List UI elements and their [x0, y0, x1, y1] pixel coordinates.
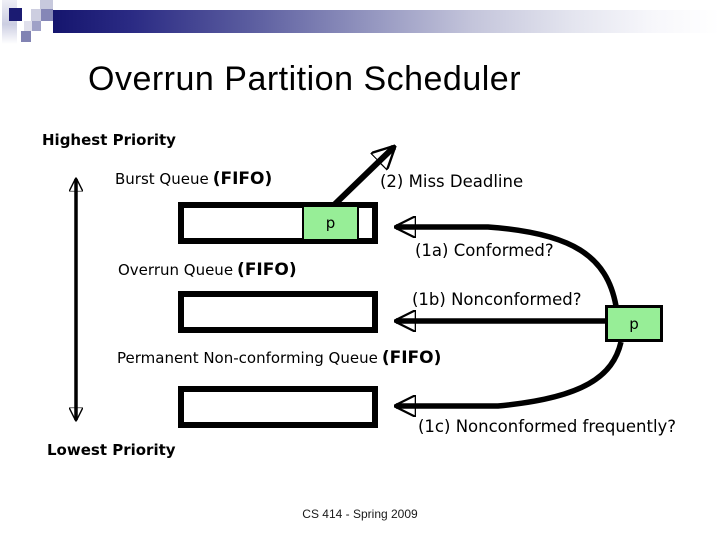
permanent-queue-label: Permanent Non-conforming Queue(FIFO) [117, 348, 441, 368]
nonconformed-frequently-label: (1c) Nonconformed frequently? [418, 417, 677, 436]
deco-square-light [31, 9, 41, 21]
lowest-priority-label: Lowest Priority [47, 441, 176, 459]
burst-queue-packet-cell: p [302, 205, 359, 241]
deco-square-medium [41, 9, 53, 21]
incoming-packet-box: p [605, 305, 663, 342]
nonconformed-label: (1b) Nonconformed? [412, 290, 582, 309]
deco-square-small-light [24, 21, 32, 31]
miss-deadline-label: (2) Miss Deadline [380, 172, 524, 191]
overrun-queue-label: Overrun Queue(FIFO) [118, 260, 297, 280]
overrun-queue-name: Overrun Queue [118, 261, 234, 279]
permanent-queue-fifo: (FIFO) [381, 348, 442, 368]
burst-queue-name: Burst Queue [115, 170, 209, 188]
deco-square-light-top [40, 0, 53, 10]
deco-vertical-bar [2, 0, 17, 44]
overrun-queue-box [178, 291, 378, 333]
deco-square-navy [9, 8, 22, 21]
page-title: Overrun Partition Scheduler [88, 60, 522, 98]
highest-priority-label: Highest Priority [42, 131, 176, 149]
deco-gradient-bar [53, 10, 720, 33]
deco-square-lower [21, 31, 31, 42]
permanent-queue-box [178, 386, 378, 428]
overrun-queue-fifo: (FIFO) [237, 260, 297, 280]
burst-queue-fifo: (FIFO) [212, 169, 273, 189]
deco-square-small-medium [32, 21, 41, 31]
conformed-label: (1a) Conformed? [415, 241, 554, 260]
permanent-queue-name: Permanent Non-conforming Queue [117, 349, 378, 367]
burst-queue-label: Burst Queue(FIFO) [115, 169, 272, 189]
slide-footer: CS 414 - Spring 2009 [302, 507, 418, 521]
